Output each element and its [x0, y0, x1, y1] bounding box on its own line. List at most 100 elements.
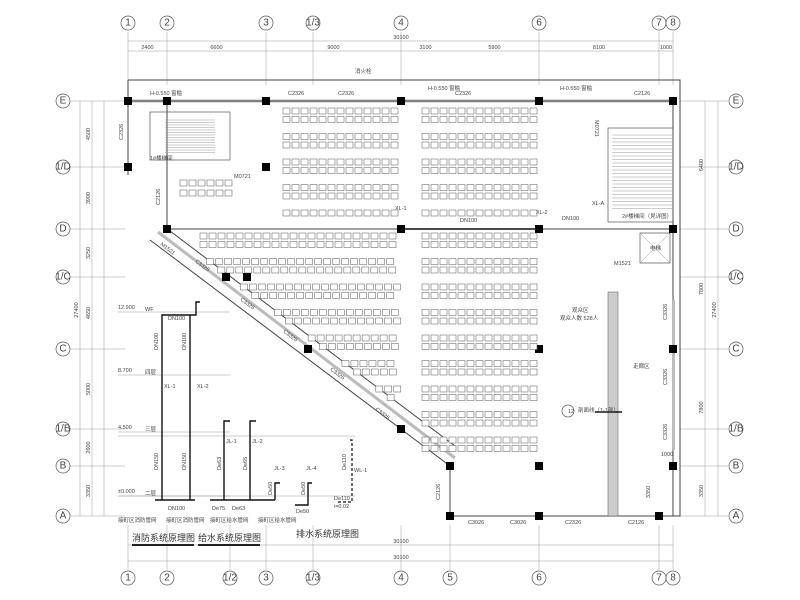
- seat: [484, 209, 493, 217]
- seat: [448, 334, 457, 342]
- sill-note: H-0.550 窗槛: [150, 89, 183, 97]
- floor-mark: 三层: [145, 426, 157, 433]
- seat: [291, 107, 300, 115]
- axis-bubble: [728, 458, 744, 474]
- diagram-title: 排水系统原理图: [296, 528, 359, 539]
- seat: [373, 309, 381, 316]
- seat: [421, 360, 430, 367]
- seat: [366, 283, 374, 291]
- seat: [457, 158, 466, 166]
- seat: [502, 360, 511, 367]
- seat: [303, 283, 311, 291]
- seat: [448, 436, 457, 444]
- seat: [421, 411, 430, 418]
- seat: [493, 309, 502, 316]
- seat: [511, 317, 520, 325]
- seat: [520, 192, 529, 200]
- seat: [457, 232, 466, 240]
- seat: [352, 266, 361, 274]
- axis-label-C: C: [59, 344, 66, 355]
- seat: [309, 192, 318, 200]
- seat: [511, 343, 520, 350]
- seat: [502, 368, 511, 376]
- seat: [475, 266, 484, 274]
- seat: [199, 232, 208, 240]
- seat: [363, 133, 372, 140]
- seat: [345, 141, 354, 149]
- axis-bubble: [728, 159, 744, 175]
- seat: [511, 133, 520, 140]
- structural-column: [222, 273, 230, 281]
- seat: [375, 317, 383, 325]
- dimension-segment: 3900: [86, 192, 92, 204]
- seat: [307, 232, 316, 240]
- seat: [520, 116, 529, 123]
- seat: [314, 292, 322, 299]
- seat: [493, 343, 502, 350]
- axis-bubble: [728, 508, 744, 524]
- seat: [309, 167, 318, 174]
- seat: [493, 394, 502, 401]
- seat: [343, 241, 352, 248]
- seat: [336, 184, 345, 191]
- seat: [520, 266, 529, 274]
- seat: [448, 343, 457, 350]
- dimension-segment: 1000: [660, 45, 672, 51]
- seat: [373, 343, 381, 350]
- seat: [520, 107, 529, 115]
- seat: [251, 258, 259, 265]
- seat: [350, 360, 359, 367]
- seat: [475, 141, 484, 149]
- seat: [430, 394, 439, 401]
- seat: [269, 292, 277, 299]
- dimension-local: 1000: [661, 452, 673, 458]
- seat: [430, 167, 439, 174]
- seat: [343, 266, 352, 274]
- seat: [493, 317, 502, 325]
- axis-label-B: B: [733, 461, 740, 472]
- dimension-segment: 9000: [327, 45, 339, 51]
- axis-label-7: 7: [656, 18, 662, 29]
- seat: [448, 394, 457, 401]
- seat: [381, 167, 390, 174]
- seat: [343, 232, 352, 240]
- seat: [421, 394, 430, 401]
- seat: [457, 167, 466, 174]
- window-label: C3326: [663, 304, 669, 320]
- seat: [292, 309, 300, 316]
- seat: [511, 232, 520, 240]
- seat: [208, 241, 217, 248]
- seat: [466, 266, 475, 274]
- seat: [327, 184, 336, 191]
- structural-column: [397, 425, 405, 433]
- seat: [269, 258, 277, 265]
- axis-bubble: [393, 15, 409, 31]
- seat: [282, 184, 291, 191]
- seat: [359, 360, 368, 367]
- seat: [366, 317, 374, 325]
- seat: [475, 283, 484, 291]
- seat: [377, 360, 386, 367]
- dimension-segment: 3100: [419, 45, 431, 51]
- axis-bubble: [55, 421, 71, 437]
- seat: [421, 309, 430, 316]
- seat: [439, 107, 448, 115]
- seat: [430, 241, 439, 248]
- seat: [511, 107, 520, 115]
- seat: [475, 385, 484, 393]
- seat: [502, 436, 511, 444]
- seat: [334, 266, 343, 274]
- seat: [421, 317, 430, 325]
- riser-label: WL-1: [354, 468, 367, 474]
- seat: [300, 158, 309, 166]
- seat: [520, 283, 529, 291]
- axis-label-A: A: [60, 511, 67, 522]
- axis-label-E: E: [733, 96, 740, 107]
- seat: [475, 167, 484, 174]
- seat: [502, 158, 511, 166]
- seat: [457, 317, 466, 325]
- seat: [421, 445, 430, 452]
- seat: [361, 241, 370, 248]
- seat: [393, 317, 401, 325]
- seat: [529, 317, 538, 325]
